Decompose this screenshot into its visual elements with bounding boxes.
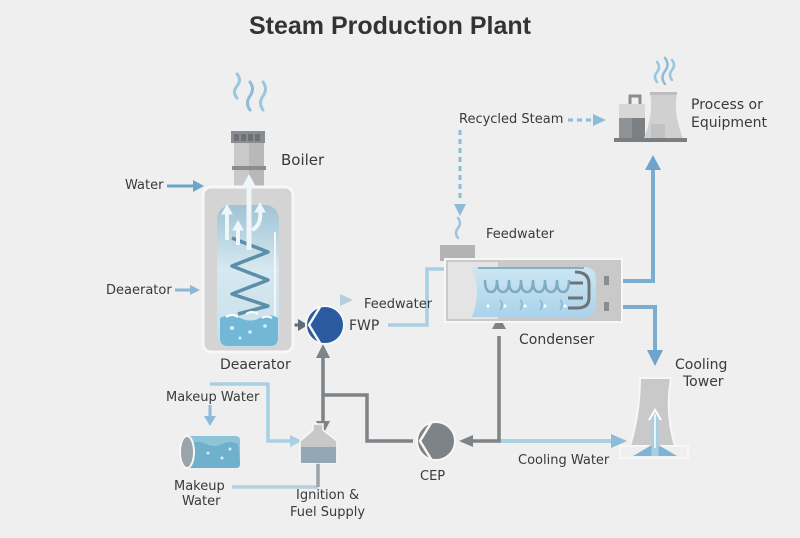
label-feedwater-fwp: Feedwater bbox=[364, 297, 433, 312]
recycled-steam-line bbox=[454, 114, 606, 216]
label-boiler: Boiler bbox=[281, 151, 325, 169]
label-recycled-steam: Recycled Steam bbox=[459, 112, 564, 127]
label-process-line2: Equipment bbox=[691, 115, 767, 131]
fwp-pump-icon bbox=[305, 305, 345, 345]
cooling-water-pipe bbox=[497, 434, 627, 448]
label-cep: CEP bbox=[420, 469, 446, 484]
label-cooling-tower-line1: Cooling bbox=[675, 357, 728, 373]
page-title: Steam Production Plant bbox=[249, 12, 531, 40]
deaerator-inlet-arrow bbox=[175, 285, 200, 295]
label-makeup-tank-line2: Water bbox=[182, 494, 221, 509]
condenser-icon bbox=[440, 216, 623, 323]
condenser-cep-pipe bbox=[459, 316, 506, 447]
cep-fwp-pipe bbox=[316, 344, 413, 443]
label-fuel-line2: Fuel Supply bbox=[290, 505, 366, 520]
cooling-tower-icon bbox=[619, 377, 689, 459]
water-tank-icon bbox=[179, 435, 240, 469]
factory-icon bbox=[614, 56, 687, 142]
label-condenser: Condenser bbox=[519, 332, 595, 348]
label-fwp: FWP bbox=[349, 318, 380, 334]
label-cooling-tower-line2: Tower bbox=[683, 374, 724, 390]
boiler-stack-icon bbox=[231, 72, 267, 188]
feedwater-indicator-icon bbox=[340, 294, 353, 306]
label-fuel-line1: Ignition & bbox=[296, 488, 360, 503]
label-water-in: Water bbox=[125, 178, 164, 193]
label-process-line1: Process or bbox=[691, 97, 763, 113]
fuel-hopper-icon bbox=[299, 423, 338, 464]
label-feedwater-condenser: Feedwater bbox=[486, 227, 555, 242]
label-cooling-water: Cooling Water bbox=[518, 453, 610, 468]
water-inlet-arrow bbox=[167, 180, 204, 192]
label-makeup-water-flow: Makeup Water bbox=[166, 390, 260, 405]
label-deaerator: Deaerator bbox=[220, 357, 291, 373]
makeup-water-pipe bbox=[204, 382, 320, 489]
deaerator-vessel-icon bbox=[201, 173, 295, 354]
label-makeup-tank-line1: Makeup bbox=[174, 479, 225, 494]
label-deaerator-in: Deaerator bbox=[106, 283, 172, 298]
cep-pump-icon bbox=[416, 421, 456, 461]
